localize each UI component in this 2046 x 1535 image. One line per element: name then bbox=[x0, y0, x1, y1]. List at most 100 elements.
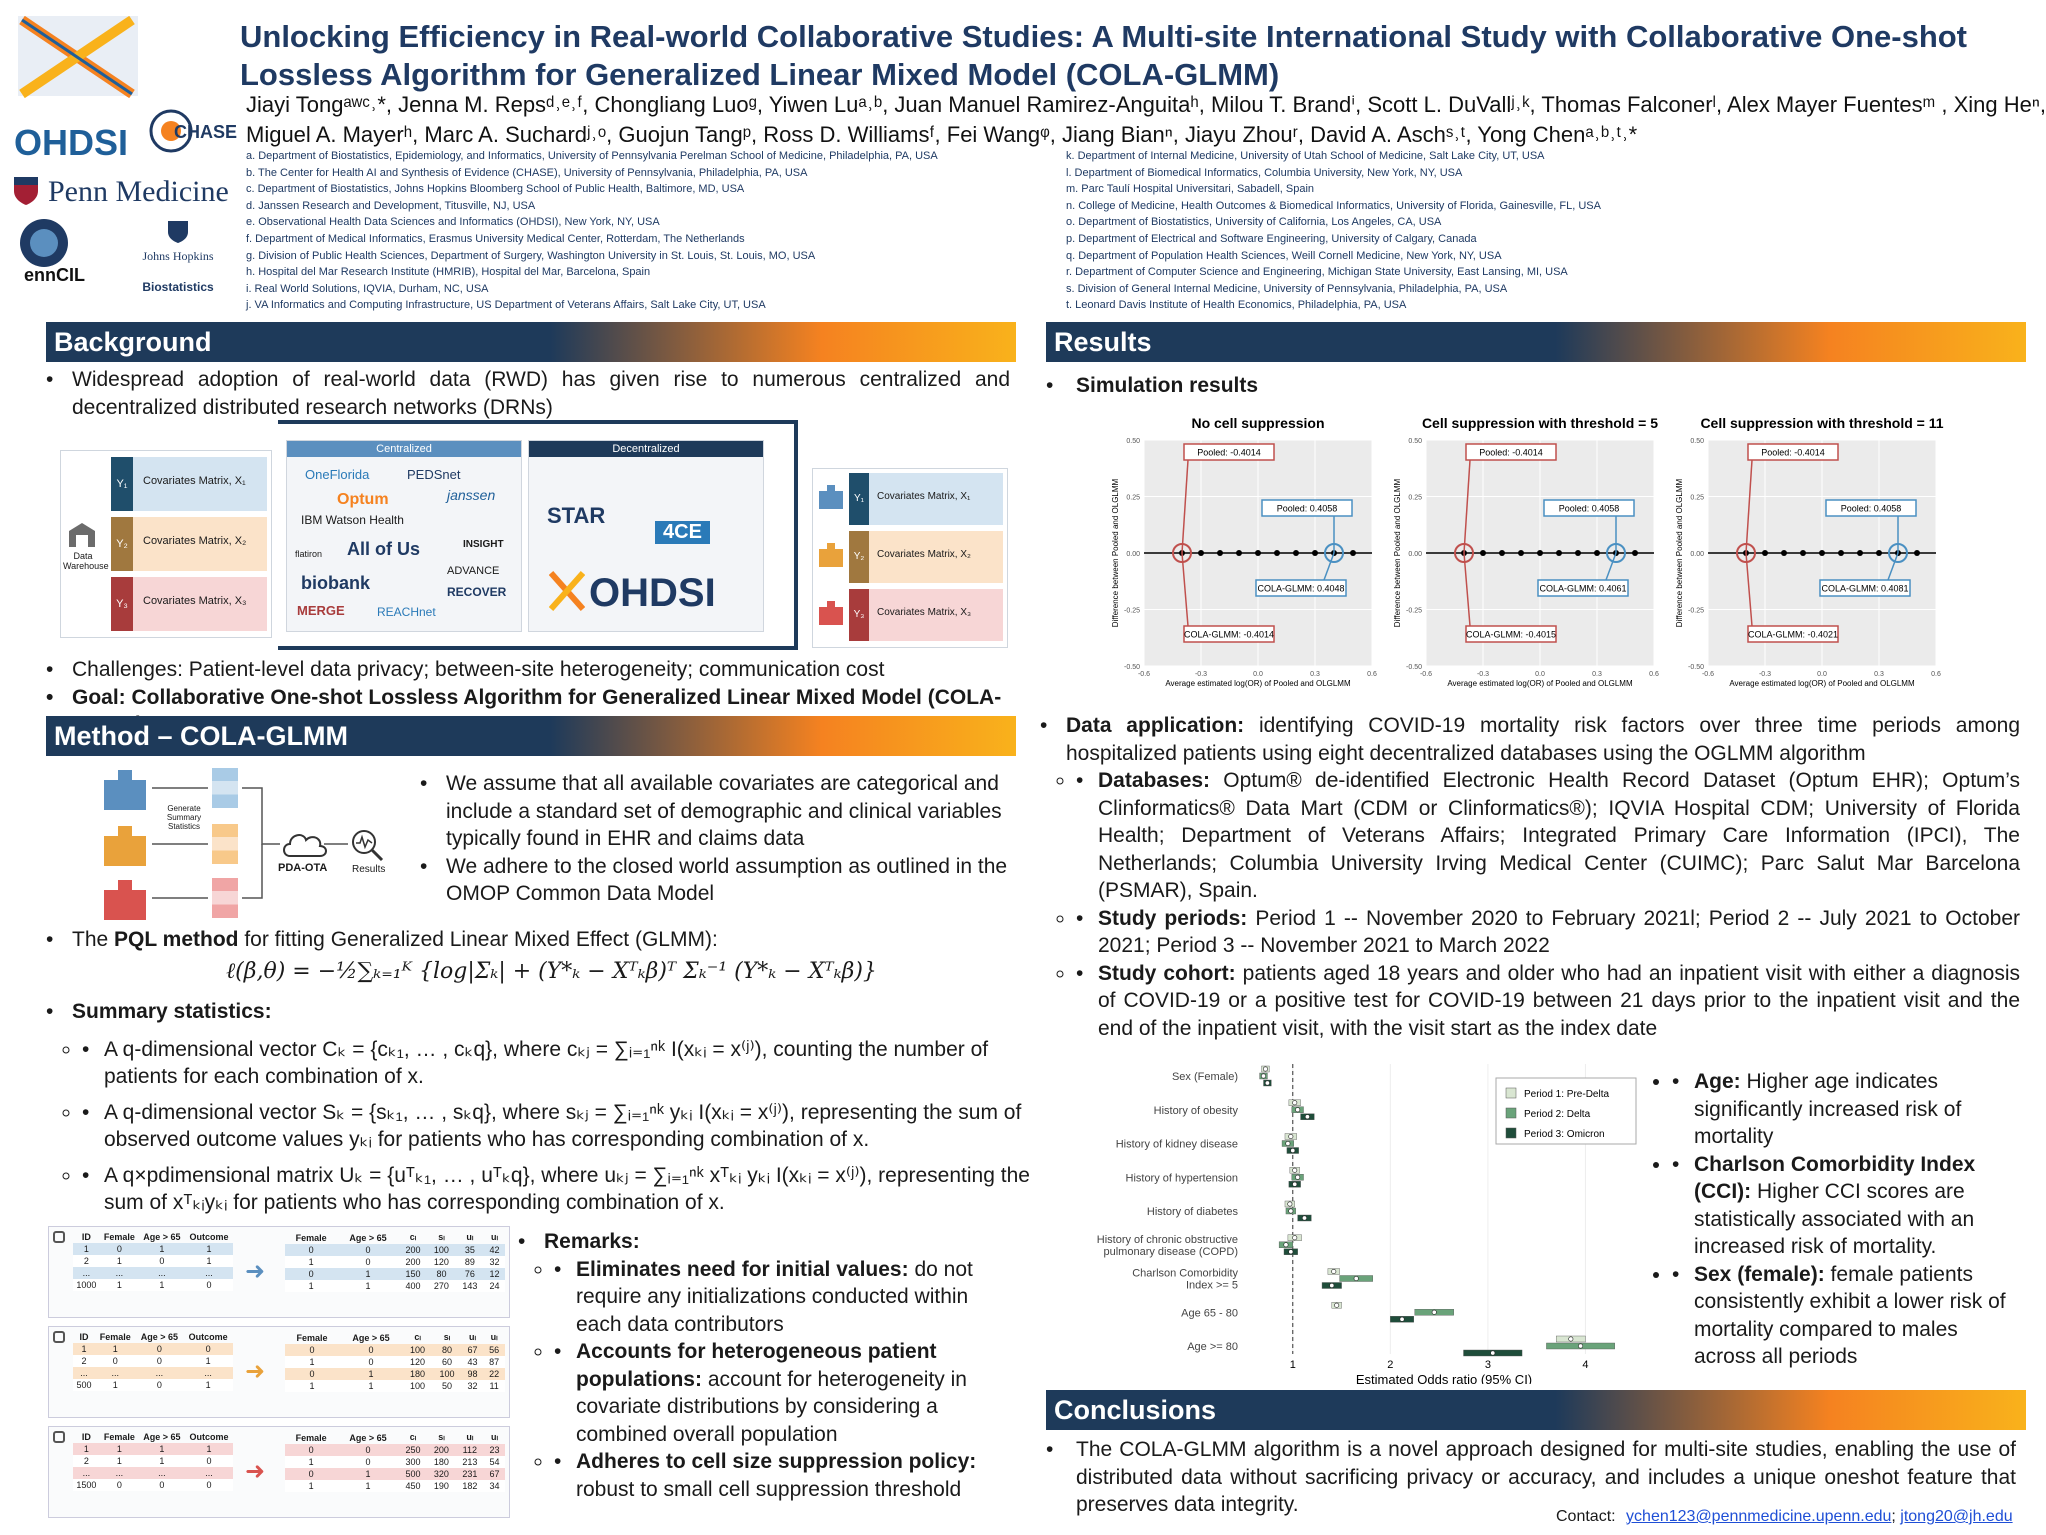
table-cell: 1 bbox=[83, 1244, 89, 1254]
table-row: ............ bbox=[73, 1267, 233, 1279]
table-cell: ... bbox=[115, 1468, 124, 1478]
estimate-point bbox=[1399, 1316, 1405, 1322]
table-header-cell: Age > 65 bbox=[143, 1432, 181, 1442]
table-cell: 50 bbox=[441, 1381, 452, 1391]
table-cell: 143 bbox=[462, 1281, 478, 1291]
table-cell: 1 bbox=[116, 1256, 122, 1266]
databases-bold: Databases: bbox=[1098, 769, 1211, 792]
data-point bbox=[1217, 550, 1223, 556]
table-cell: 500 bbox=[405, 1469, 421, 1479]
data-point bbox=[1914, 550, 1920, 556]
table-cell: ... bbox=[155, 1368, 164, 1378]
annotation-box bbox=[1183, 443, 1275, 461]
annotation-leader bbox=[1323, 552, 1335, 581]
y2-tag: Y₂ bbox=[111, 517, 133, 571]
data-point bbox=[1518, 550, 1524, 556]
cohort-bold: Study cohort: bbox=[1098, 961, 1236, 985]
background-bullets: Widespread adoption of real-world data (… bbox=[46, 366, 1010, 421]
table-header-cell: uₗ bbox=[466, 1432, 474, 1442]
annotation-leader bbox=[1463, 552, 1471, 627]
estimate-point bbox=[1262, 1066, 1268, 1072]
x-tick-label: -0.3 bbox=[1195, 671, 1207, 678]
x-tick-label: 0.6 bbox=[1931, 671, 1941, 678]
poster-title: Unlocking Efficiency in Real-world Colla… bbox=[240, 19, 1968, 92]
table-cell: 98 bbox=[467, 1369, 478, 1379]
affiliation: h. Hospital del Mar Research Institute (… bbox=[246, 266, 651, 279]
pql-bold: PQL method bbox=[114, 928, 239, 951]
table-cell: 0 bbox=[156, 1344, 162, 1354]
table-cell: 100 bbox=[410, 1381, 426, 1391]
logo-star: STAR bbox=[547, 503, 606, 528]
annotation-box bbox=[1261, 499, 1353, 517]
y-axis-label: Difference between Pooled and OLGLMM bbox=[1675, 478, 1684, 627]
legend-swatch bbox=[1505, 1107, 1517, 1119]
site-covariates-1: Covariates Matrix, X₁ bbox=[877, 491, 971, 502]
table-cell: 112 bbox=[462, 1445, 478, 1455]
table-cell: 180 bbox=[433, 1457, 449, 1467]
table-cell: 0 bbox=[206, 1456, 212, 1466]
table-cell: 270 bbox=[433, 1281, 449, 1291]
table-header-cell: Age > 65 bbox=[349, 1232, 387, 1243]
table-cell: 12 bbox=[489, 1269, 500, 1279]
method-flow-figure: Generate Summary Statistics PDA-OTA Resu… bbox=[100, 764, 400, 924]
table-cell: 1 bbox=[159, 1244, 165, 1254]
estimate-point bbox=[1295, 1107, 1301, 1113]
site-y1-tag: Y₁ bbox=[849, 473, 869, 525]
table-header-cell: Female bbox=[103, 1232, 135, 1242]
affiliation: j. VA Informatics and Computing Infrastr… bbox=[246, 299, 766, 312]
table-cell: 0 bbox=[365, 1445, 371, 1455]
y1-tag: Y₁ bbox=[111, 457, 133, 511]
annotation-box bbox=[1465, 443, 1557, 461]
category-label: Age >= 80 bbox=[1187, 1341, 1238, 1353]
table-cell: 1 bbox=[365, 1481, 371, 1491]
contact-email-1[interactable]: ychen123@pennmedicine.upenn.edu bbox=[1626, 1508, 1892, 1525]
table-cell: 0 bbox=[116, 1480, 122, 1490]
penn-logo-text: Penn Medicine bbox=[48, 175, 229, 208]
category-label: Sex (Female) bbox=[1172, 1071, 1238, 1083]
table-cell: 1 bbox=[159, 1456, 165, 1466]
contact-email-2[interactable]: jtong20@jh.edu bbox=[1900, 1508, 2013, 1525]
estimate-point bbox=[1331, 1269, 1337, 1275]
y-tick-label: 0.50 bbox=[1126, 438, 1140, 445]
table-cell: 400 bbox=[405, 1281, 421, 1291]
assumption-categorical: We assume that all available covariates … bbox=[420, 770, 1010, 853]
affiliation: a. Department of Biostatistics, Epidemio… bbox=[246, 150, 938, 162]
pql-bullet: The PQL method for fitting Generalized L… bbox=[46, 926, 1036, 954]
annotation-label: COLA-GLMM: -0.4014 bbox=[1184, 630, 1274, 640]
logo-janssen: janssen bbox=[447, 487, 496, 503]
decentralized-box: Decentralized STAR 4CE OHDSI bbox=[528, 440, 764, 632]
annotation-label: Pooled: 0.4058 bbox=[1841, 504, 1902, 514]
affiliation: k. Department of Internal Medicine, Univ… bbox=[1066, 150, 1545, 162]
data-point bbox=[1838, 550, 1844, 556]
cohort-text: patients aged 18 years and older who had… bbox=[1098, 961, 2020, 1040]
table-cell: 0 bbox=[156, 1356, 162, 1366]
ohdsi-small-icon bbox=[549, 571, 585, 611]
table-cell: 182 bbox=[462, 1481, 478, 1491]
estimate-point bbox=[1261, 1073, 1267, 1079]
y-tick-label: -0.25 bbox=[1124, 608, 1140, 615]
data-point bbox=[1819, 550, 1825, 556]
jhu-logo-text: Johns Hopkins bbox=[142, 249, 214, 263]
table-header-cell: cₗ bbox=[409, 1232, 417, 1242]
simulation-heading: Simulation results bbox=[1046, 372, 2026, 400]
table-header-cell: Female bbox=[103, 1432, 135, 1442]
table-cell: 42 bbox=[489, 1245, 500, 1255]
table-cell: 24 bbox=[489, 1281, 500, 1291]
table-cell: 100 bbox=[410, 1345, 426, 1355]
table-cell: 0 bbox=[308, 1269, 314, 1279]
table-header-cell: cₗ bbox=[414, 1332, 421, 1342]
estimate-point bbox=[1353, 1276, 1359, 1282]
affiliation: t. Leonard Davis Institute of Health Eco… bbox=[1066, 299, 1407, 312]
table-cell: 0 bbox=[308, 1445, 314, 1455]
contact-label: Contact: bbox=[1556, 1508, 1616, 1525]
challenges-bullet: Challenges: Patient-level data privacy; … bbox=[46, 656, 1036, 684]
logo-merge: MERGE bbox=[297, 603, 345, 618]
